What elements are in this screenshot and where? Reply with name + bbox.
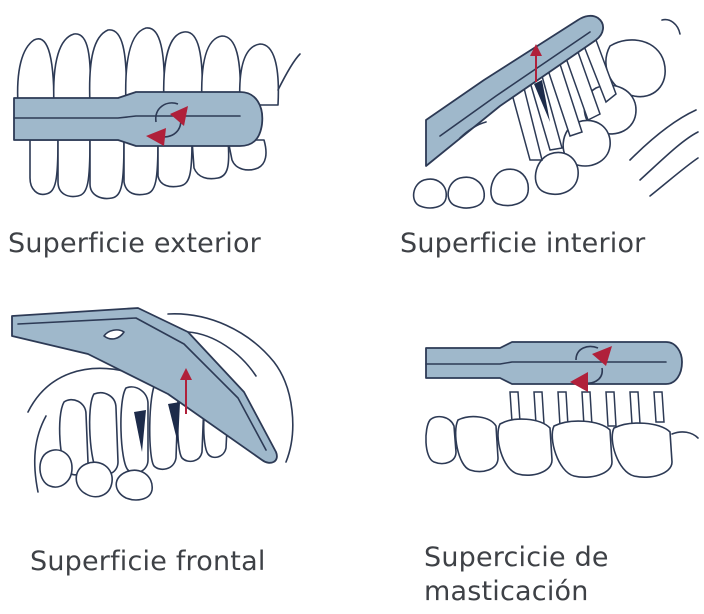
lower-teeth xyxy=(30,140,266,198)
illustration-interior-surface xyxy=(400,10,700,210)
caption-frontal: Superficie frontal xyxy=(30,544,266,580)
toothbrush xyxy=(426,342,682,384)
caption-chewing-line1: Supercicie de xyxy=(424,540,609,576)
illustration-frontal-surface xyxy=(8,302,308,502)
molars xyxy=(426,417,698,478)
caption-interior: Superficie interior xyxy=(400,226,645,262)
caption-exterior: Superficie exterior xyxy=(8,226,261,262)
illustration-exterior-surface xyxy=(8,10,308,210)
toothbrush xyxy=(14,92,262,146)
illustration-chewing-surface xyxy=(400,302,700,502)
caption-chewing-line2: masticación xyxy=(424,574,589,610)
